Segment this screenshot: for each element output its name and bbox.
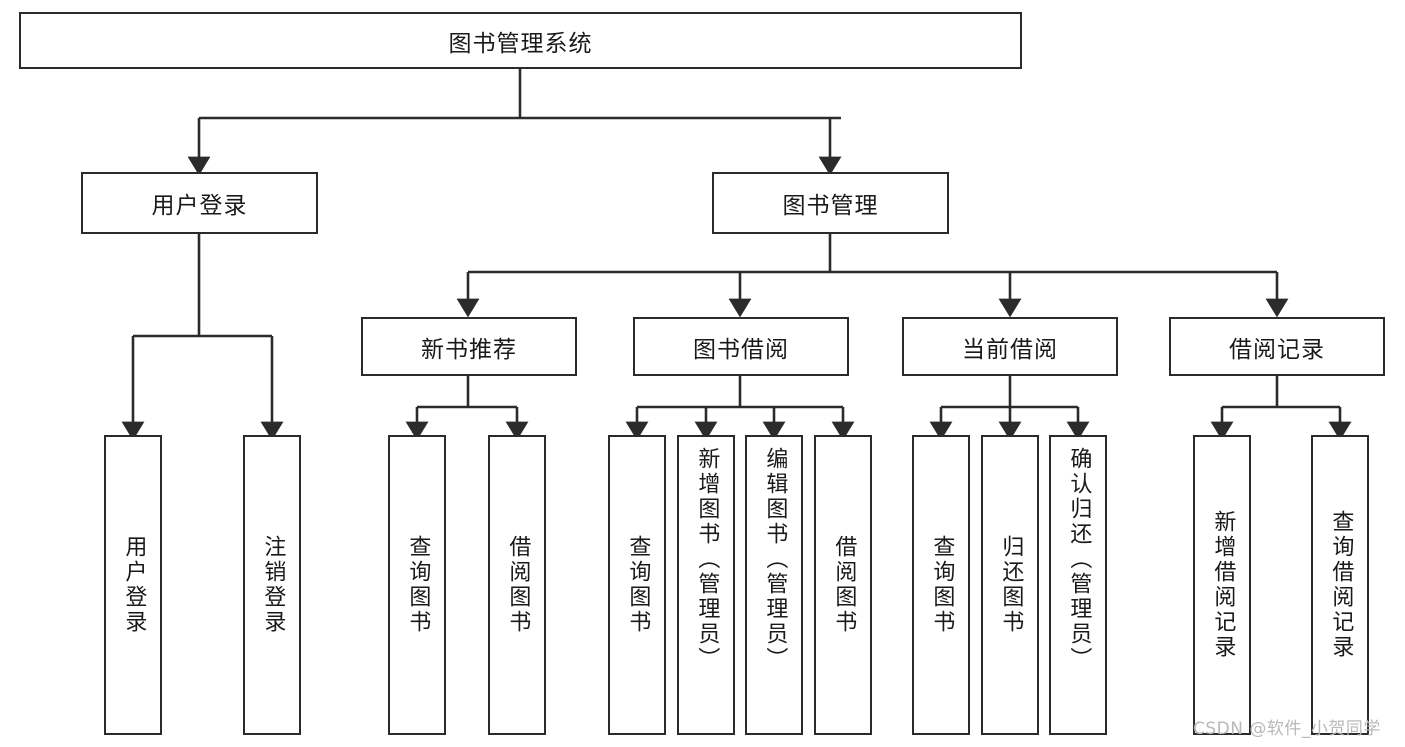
node-label: 当前借阅 <box>962 336 1058 363</box>
node-book-borrow[interactable]: 图书借阅 <box>633 317 849 376</box>
leaf-user-login-login[interactable]: 用户登录 <box>104 435 162 735</box>
leaf-label: 新增图书（管理员） <box>694 447 720 672</box>
node-user-login[interactable]: 用户登录 <box>81 172 318 234</box>
leaf-label: 用户登录 <box>121 535 147 635</box>
leaf-user-login-logout[interactable]: 注销登录 <box>243 435 301 735</box>
leaf-new-book-borrow-book[interactable]: 借阅图书 <box>488 435 546 735</box>
leaf-label: 借阅图书 <box>831 535 857 635</box>
leaf-borrow-edit-book-admin[interactable]: 编辑图书（管理员） <box>745 435 803 735</box>
node-label: 借阅记录 <box>1229 336 1325 363</box>
leaf-label: 确认归还（管理员） <box>1066 447 1092 672</box>
leaf-label: 注销登录 <box>260 535 286 635</box>
node-borrow-record[interactable]: 借阅记录 <box>1169 317 1385 376</box>
node-label: 用户登录 <box>151 193 248 219</box>
leaf-label: 借阅图书 <box>505 535 531 635</box>
node-label: 新书推荐 <box>421 336 517 363</box>
watermark: CSDN @软件_小贺同学 <box>1193 719 1381 739</box>
node-label: 图书管理 <box>782 193 879 219</box>
node-label: 图书借阅 <box>693 336 789 363</box>
node-root-book-management-system[interactable]: 图书管理系统 <box>19 12 1022 69</box>
leaf-label: 归还图书 <box>998 535 1024 635</box>
leaf-record-query-borrow-record[interactable]: 查询借阅记录 <box>1311 435 1369 735</box>
leaf-new-book-query-book[interactable]: 查询图书 <box>388 435 446 735</box>
node-current-borrow[interactable]: 当前借阅 <box>902 317 1118 376</box>
leaf-current-query-book[interactable]: 查询图书 <box>912 435 970 735</box>
leaf-label: 查询借阅记录 <box>1328 510 1354 660</box>
leaf-borrow-borrow-book[interactable]: 借阅图书 <box>814 435 872 735</box>
leaf-label: 新增借阅记录 <box>1210 510 1236 660</box>
leaf-record-add-borrow-record[interactable]: 新增借阅记录 <box>1193 435 1251 735</box>
leaf-label: 查询图书 <box>405 535 431 635</box>
leaf-label: 查询图书 <box>929 535 955 635</box>
node-new-book-recommendation[interactable]: 新书推荐 <box>361 317 577 376</box>
leaf-current-return-book[interactable]: 归还图书 <box>981 435 1039 735</box>
leaf-borrow-add-book-admin[interactable]: 新增图书（管理员） <box>677 435 735 735</box>
leaf-borrow-query-book[interactable]: 查询图书 <box>608 435 666 735</box>
node-label: 图书管理系统 <box>448 30 593 57</box>
leaf-label: 查询图书 <box>625 535 651 635</box>
leaf-current-confirm-return-admin[interactable]: 确认归还（管理员） <box>1049 435 1107 735</box>
leaf-label: 编辑图书（管理员） <box>762 447 788 672</box>
node-book-management[interactable]: 图书管理 <box>712 172 949 234</box>
